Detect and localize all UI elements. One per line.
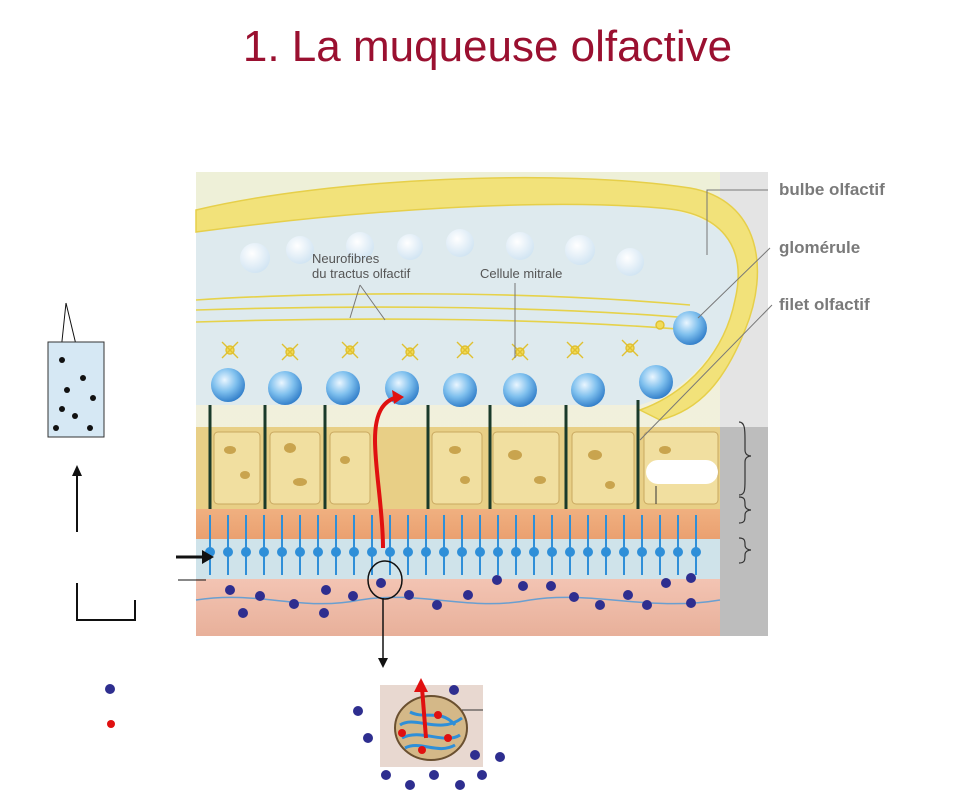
mucus-layer	[196, 579, 720, 636]
zoom-red-arrowhead	[414, 678, 428, 692]
right-gray-strip	[720, 427, 768, 636]
mitral-cells	[221, 320, 665, 361]
label-cellule-mitrale: Cellule mitrale	[480, 266, 563, 281]
blue-dot-icon	[105, 684, 115, 694]
label-neurofibres-line1: Neurofibres	[312, 251, 380, 266]
zoom-red-dots	[398, 711, 452, 754]
label-filet-olfactif: filet olfactif	[779, 295, 870, 314]
zoom-red-arrow	[420, 687, 428, 739]
olfactory-epithelium	[196, 539, 720, 579]
label-glomerule: glomérule	[779, 238, 861, 257]
bulb-interior	[196, 201, 746, 405]
axon-bundles	[208, 400, 640, 510]
beaker	[47, 341, 105, 438]
bone-pores	[224, 443, 671, 489]
red-dot-icon	[107, 720, 115, 728]
left-pointer-arrowhead	[202, 550, 214, 564]
highlight-circle	[367, 560, 403, 600]
lamina-propria	[196, 509, 720, 539]
zoom-blue-dots	[353, 685, 505, 790]
glomeruli-row	[211, 311, 707, 407]
page-title: 1. La muqueuse olfactive	[242, 22, 733, 71]
red-signal-arrowhead	[392, 390, 404, 404]
mucus-wave	[195, 596, 721, 605]
pale-spheres	[240, 229, 644, 276]
zoom-cilia	[399, 710, 463, 751]
layer-braces	[738, 421, 752, 564]
red-signal-arrow	[372, 395, 399, 549]
zoom-cell	[394, 695, 468, 761]
l-bracket	[76, 583, 136, 621]
label-leaders	[349, 189, 773, 441]
blank-label-box	[646, 460, 718, 484]
label-bulbe-olfactif: bulbe olfactif	[779, 180, 885, 199]
zoom-arrowhead	[378, 658, 388, 668]
receptor-neurons	[205, 515, 701, 575]
neurofibres	[195, 293, 691, 331]
vertical-arrowhead	[72, 465, 82, 476]
odorant-dots	[225, 573, 696, 618]
label-neurofibres-line2: du tractus olfactif	[312, 266, 411, 281]
beaker-dots	[53, 357, 96, 431]
